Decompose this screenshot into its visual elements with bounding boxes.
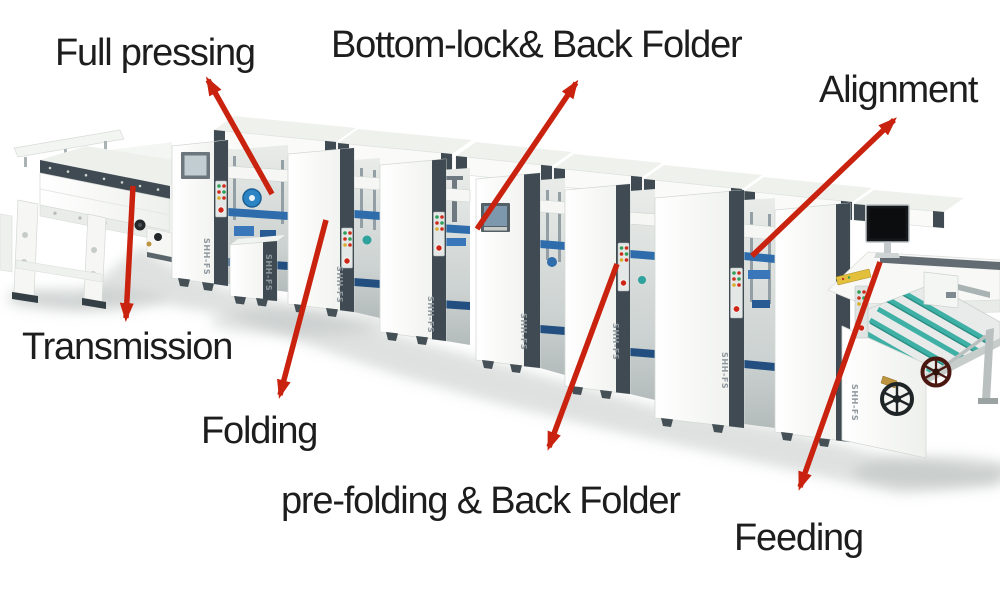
label-full-pressing: Full pressing [55,32,256,74]
brand-label: SHH-FS [335,266,344,303]
brand-labels: SHH-FS SHH-FS SHH-FS SHH-FS SHH-FS SHH-F… [202,238,859,421]
machinery-gap [439,168,471,345]
brand-label: SHH-FS [720,352,729,389]
machinery-gap [743,198,776,428]
machine-module [229,235,285,307]
brand-label: SHH-FS [519,313,528,350]
machine-module [654,189,745,433]
bearing-dots [48,166,160,191]
arrow-bottom-lock [474,79,579,231]
machine-module [379,158,447,345]
control-buttons [341,227,353,269]
label-alignment: Alignment [819,69,978,111]
brand-label: SHH-FS [264,254,273,291]
arrow-folding [277,219,329,399]
arrow-full-pressing [205,76,275,196]
annotation-arrows [119,76,897,491]
control-buttons [730,267,743,319]
monitor [865,204,910,258]
handwheel [920,356,952,388]
brand-label: SHH-FS [611,323,620,360]
arrow-feeding [797,261,883,491]
transmission-conveyor [0,129,212,309]
label-bottom-lock-back-folder: Bottom-lock& Back Folder [331,24,743,66]
machinery-gap [353,158,381,318]
label-folding: Folding [201,410,318,452]
machine-module [774,202,851,447]
arrow-transmission [119,185,136,322]
machine-module [564,183,631,399]
control-buttons [215,180,227,218]
control-buttons [617,242,630,292]
brand-label: SHH-FS [426,296,435,333]
machinery-gap [629,189,656,400]
feed-gate [923,271,990,309]
control-buttons [433,211,445,257]
brand-label: SHH-FS [202,238,211,275]
adjust-knob [154,233,162,241]
arrow-alignment [750,117,897,258]
handwheel [880,382,914,416]
arrow-pre-folding [546,263,620,451]
label-transmission: Transmission [22,326,233,368]
machinery-gap [539,178,566,375]
brand-label: SHH-FS [850,384,859,421]
machine-body: SHH-FS SHH-FS SHH-FS SHH-FS SHH-FS SHH-F… [0,116,1000,459]
label-feeding: Feeding [734,517,864,559]
feeding-unit [827,204,1000,459]
machine-module [171,139,229,291]
machine-module [475,172,541,373]
hazard-label [835,268,872,286]
label-pre-folding-back-folder: pre-folding & Back Folder [281,480,681,522]
